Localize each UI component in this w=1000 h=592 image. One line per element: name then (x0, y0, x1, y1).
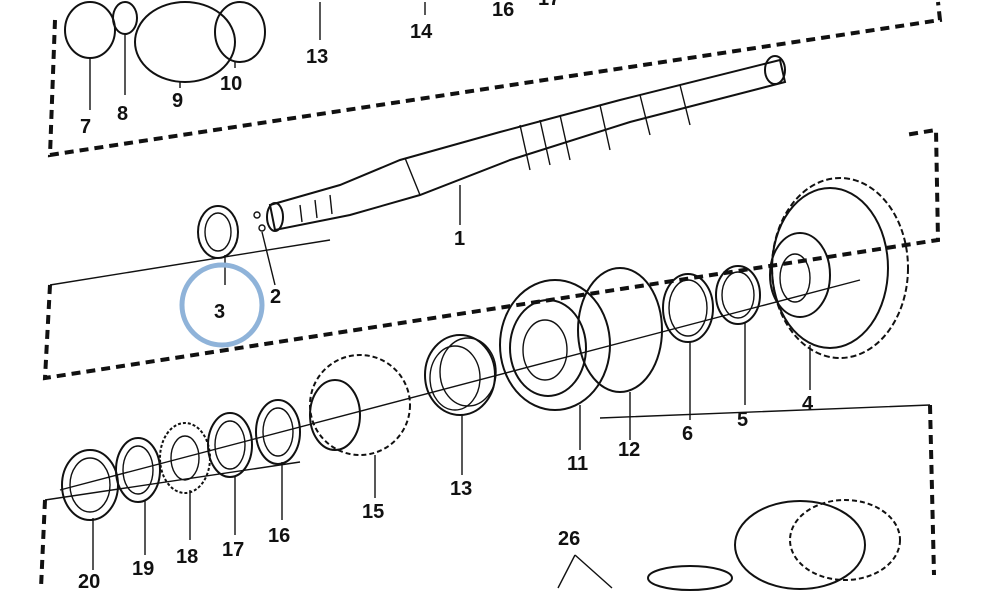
label-17-top: 17 (538, 0, 560, 10)
label-18: 18 (176, 546, 198, 568)
label-7: 7 (80, 116, 91, 138)
label-8: 8 (117, 103, 128, 125)
label-20: 20 (78, 571, 100, 592)
highlight-circle (179, 262, 265, 348)
snap-ring-3 (197, 205, 239, 259)
main-shaft (266, 55, 787, 232)
label-14-top: 14 (410, 21, 433, 43)
label-2: 2 (270, 286, 281, 308)
label-3: 3 (214, 301, 225, 323)
group-frame-bottom (39, 404, 936, 589)
label-13: 13 (450, 478, 472, 500)
label-11: 11 (567, 453, 588, 475)
group-frame-top (47, 1, 943, 158)
label-1: 1 (454, 228, 465, 250)
label-15: 15 (362, 501, 384, 523)
label-5: 5 (737, 409, 748, 431)
bottom-right-parts (647, 499, 901, 591)
label-17: 17 (222, 539, 244, 561)
gear-4 (769, 177, 909, 390)
label-4: 4 (802, 393, 814, 415)
label-6: 6 (682, 423, 693, 445)
label-16: 16 (268, 525, 290, 547)
label-26: 26 (558, 528, 580, 550)
top-parts (64, 1, 426, 110)
label-19: 19 (132, 558, 154, 580)
group-frame-middle (42, 127, 941, 381)
label-13-top: 13 (306, 46, 328, 68)
label-12: 12 (618, 439, 640, 461)
label-9: 9 (172, 90, 183, 112)
label-16-top: 16 (492, 0, 514, 21)
label-10: 10 (220, 73, 242, 95)
